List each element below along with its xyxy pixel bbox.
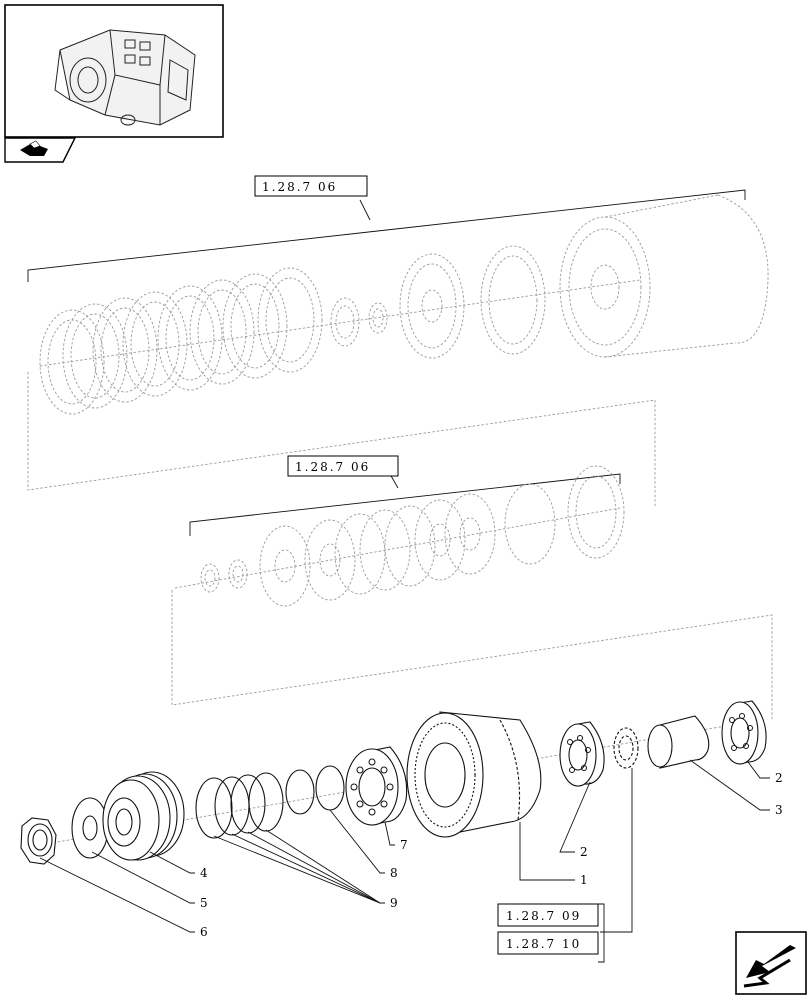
middle-washers xyxy=(200,559,248,593)
callout-5[interactable]: 5 xyxy=(200,896,208,910)
callout-8[interactable]: 8 xyxy=(390,866,398,880)
upper-drum xyxy=(559,194,769,358)
middle-snap-ring xyxy=(504,483,556,565)
upper-thrust-ring xyxy=(480,245,546,355)
middle-piston-stack xyxy=(259,493,496,607)
part-4-spring-pack[interactable] xyxy=(102,771,185,861)
ref-lower-b-label: 1.28.7 10 xyxy=(506,937,581,951)
part-8-snap-rings[interactable] xyxy=(285,765,345,815)
ref-middle-label: 1.28.7 06 xyxy=(295,460,370,474)
lower-ref-bracket xyxy=(598,903,605,963)
callout-6[interactable]: 6 xyxy=(200,925,208,939)
callout-9[interactable]: 9 xyxy=(390,896,398,910)
part-2-bearing-a[interactable] xyxy=(559,721,605,787)
part-1-gear[interactable] xyxy=(406,711,542,838)
ref-box-upper[interactable]: 1.28.7 06 xyxy=(254,175,368,197)
middle-gear-ring xyxy=(567,465,625,559)
upper-hub-gear xyxy=(399,253,465,359)
book-page-icon[interactable] xyxy=(4,137,77,163)
middle-axis xyxy=(174,507,621,589)
part-7-bearing[interactable] xyxy=(345,746,408,826)
upper-clutch-pack xyxy=(39,267,323,415)
callout-2b[interactable]: 2 xyxy=(775,771,783,785)
ref-upper-label: 1.28.7 06 xyxy=(262,180,337,194)
callout-4[interactable]: 4 xyxy=(200,866,208,880)
upper-ghost-assembly xyxy=(27,189,769,508)
spacer-ring[interactable] xyxy=(613,727,639,769)
leader-lines xyxy=(39,759,770,933)
part-5-washer[interactable] xyxy=(71,797,109,859)
callout-2a[interactable]: 2 xyxy=(580,845,588,859)
callout-labels: 6 5 4 9 8 7 1 2 3 2 xyxy=(200,771,783,939)
middle-ghost-assembly xyxy=(171,465,773,720)
part-6-hex-nut[interactable] xyxy=(20,817,57,865)
ref-box-middle[interactable]: 1.28.7 06 xyxy=(287,455,399,477)
callout-1[interactable]: 1 xyxy=(580,873,588,887)
part-2-bearing-b[interactable] xyxy=(721,700,767,765)
back-arrow-icon[interactable] xyxy=(735,931,807,995)
callout-3[interactable]: 3 xyxy=(775,803,783,817)
part-9-seal-rings[interactable] xyxy=(195,772,284,839)
ref-box-lower-b[interactable]: 1.28.7 10 xyxy=(497,931,599,955)
part-3-bushing[interactable] xyxy=(647,715,710,769)
upper-small-rings xyxy=(330,297,388,347)
middle-bracket xyxy=(189,473,621,536)
ref-box-lower-a[interactable]: 1.28.7 09 xyxy=(497,903,599,927)
upper-axis xyxy=(39,279,641,367)
upper-link-frame xyxy=(27,372,656,508)
upper-bracket xyxy=(27,189,746,282)
ref-lower-a-label: 1.28.7 09 xyxy=(506,909,581,923)
transmission-housing-thumbnail xyxy=(54,29,196,126)
middle-link-frame xyxy=(171,590,773,720)
upper-bracket-leader xyxy=(359,199,371,221)
callout-7[interactable]: 7 xyxy=(400,838,408,852)
